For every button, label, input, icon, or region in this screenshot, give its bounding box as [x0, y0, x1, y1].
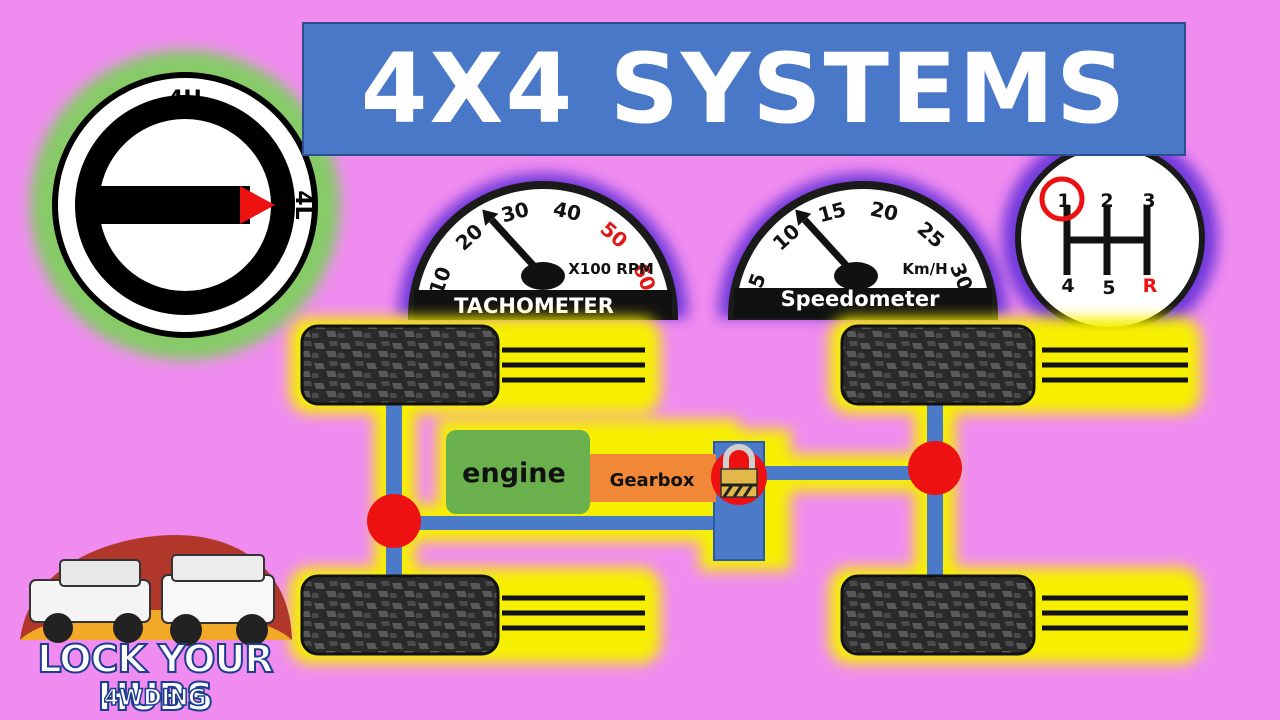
tyre-front-right: [300, 574, 500, 656]
gear-5: 5: [1102, 277, 1115, 299]
transfer-case-selector: 4H 4L: [30, 50, 340, 360]
shift-pattern-icon: [1063, 205, 1151, 275]
tachometer-hub: [521, 262, 565, 290]
tyre-rear-left: [840, 324, 1036, 406]
logo-badge: [20, 535, 292, 646]
title-banner: 4x4 SYSTEMS: [302, 22, 1186, 156]
tachometer-label: TACHOMETER: [454, 294, 614, 318]
page-title: 4x4 SYSTEMS: [360, 33, 1128, 145]
speedometer-needle-tip: [795, 209, 812, 226]
logo-wordmark: LOCK YOUR HUBS: [36, 637, 274, 719]
gear-1: 1: [1057, 190, 1070, 212]
selector-pointer-icon: [240, 186, 275, 224]
rear-differential: [908, 441, 962, 495]
speedometer-hub: [834, 262, 878, 290]
tyre-front-left: [300, 324, 500, 406]
gear-shifter-gauge: 1 2 3 4 5 R: [1002, 130, 1218, 346]
front-axle: [386, 395, 402, 585]
selector-label-4l: 4L: [290, 190, 315, 219]
padlock-icon: [711, 444, 767, 505]
gear-3: 3: [1142, 190, 1155, 212]
logo-subtitle: 4WDING: [103, 686, 207, 711]
speedometer-label-band: [734, 288, 992, 318]
gearbox-block: Gearbox: [590, 454, 716, 502]
tachometer-unit: X100 RPM: [568, 260, 654, 278]
speedometer-label: Speedometer: [781, 287, 941, 311]
selector-bar-icon: [90, 186, 250, 224]
speedometer-unit: Km/H: [902, 260, 947, 278]
selected-gear-ring-icon: [1039, 176, 1085, 222]
tachometer-label-band: [414, 290, 672, 320]
tachometer-needle-tip: [482, 209, 499, 226]
tyre-rear-right: [840, 574, 1036, 656]
selector-label-4h: 4H: [168, 87, 202, 112]
front-differential: [367, 494, 421, 548]
truck-left-icon: [29, 559, 151, 643]
rear-driveshaft: [760, 466, 935, 480]
gear-reverse: R: [1143, 275, 1158, 297]
engine-block: engine: [446, 430, 590, 514]
truck-right-icon: [161, 554, 275, 646]
engine-label: engine: [462, 458, 566, 489]
front-driveshaft: [394, 516, 724, 530]
gear-2: 2: [1100, 190, 1113, 212]
speed-lines-icon: [502, 347, 1188, 631]
gear-4: 4: [1061, 275, 1074, 297]
gearbox-label: Gearbox: [610, 470, 695, 491]
